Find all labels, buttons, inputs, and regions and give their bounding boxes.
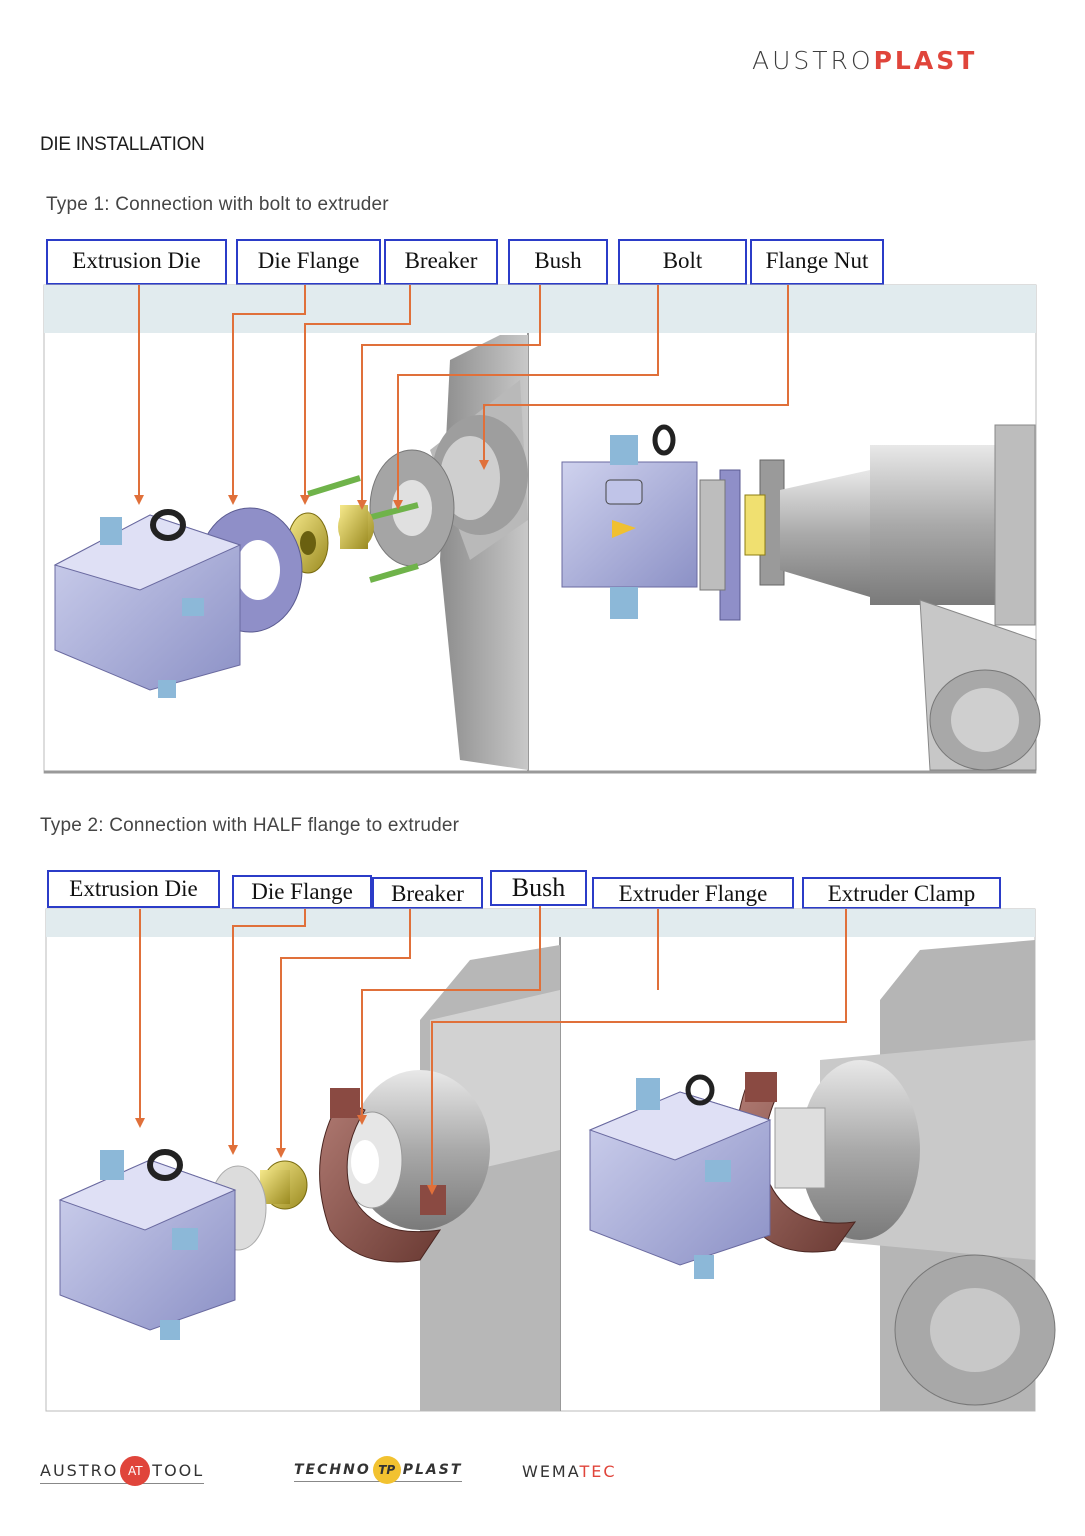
logo-text-austro: AUSTRO (752, 46, 874, 75)
type2-label-die-flange: Die Flange (232, 875, 372, 909)
type2-label-bush: Bush (490, 870, 587, 906)
wematec-left-text: WEMA (522, 1462, 580, 1481)
type1-label-extrusion-die: Extrusion Die (46, 239, 227, 285)
technoplast-right-text: PLAST (402, 1462, 463, 1478)
type2-label-extrusion-die: Extrusion Die (47, 870, 220, 908)
type2-label-extruder-flange: Extruder Flange (592, 877, 794, 909)
austrotool-badge-icon: AT (120, 1456, 151, 1486)
type1-label-breaker: Breaker (384, 239, 498, 285)
austroplast-logo: AUSTROPLAST (752, 46, 977, 75)
logo-text-plast: PLAST (873, 46, 978, 75)
technoplast-left-text: TECHNO (294, 1462, 371, 1478)
technoplast-badge-icon: TP (372, 1456, 401, 1484)
austrotool-right-text: TOOL (152, 1460, 205, 1480)
type1-label-die-flange: Die Flange (236, 239, 381, 285)
type1-label-flange-nut: Flange Nut (750, 239, 884, 285)
page-title: DIE INSTALLATION (40, 134, 205, 155)
type2-label-breaker: Breaker (372, 877, 483, 909)
type1-label-bush: Bush (508, 239, 608, 285)
type1-caption: Type 1: Connection with bolt to extruder (46, 194, 389, 215)
austrotool-left-text: AUSTRO (40, 1460, 119, 1480)
type2-caption: Type 2: Connection with HALF flange to e… (40, 815, 460, 836)
wematec-logo: WEMATEC (522, 1462, 617, 1481)
type2-label-extruder-clamp: Extruder Clamp (802, 877, 1001, 909)
type1-label-bolt: Bolt (618, 239, 747, 285)
wematec-right-text: TEC (579, 1462, 617, 1481)
